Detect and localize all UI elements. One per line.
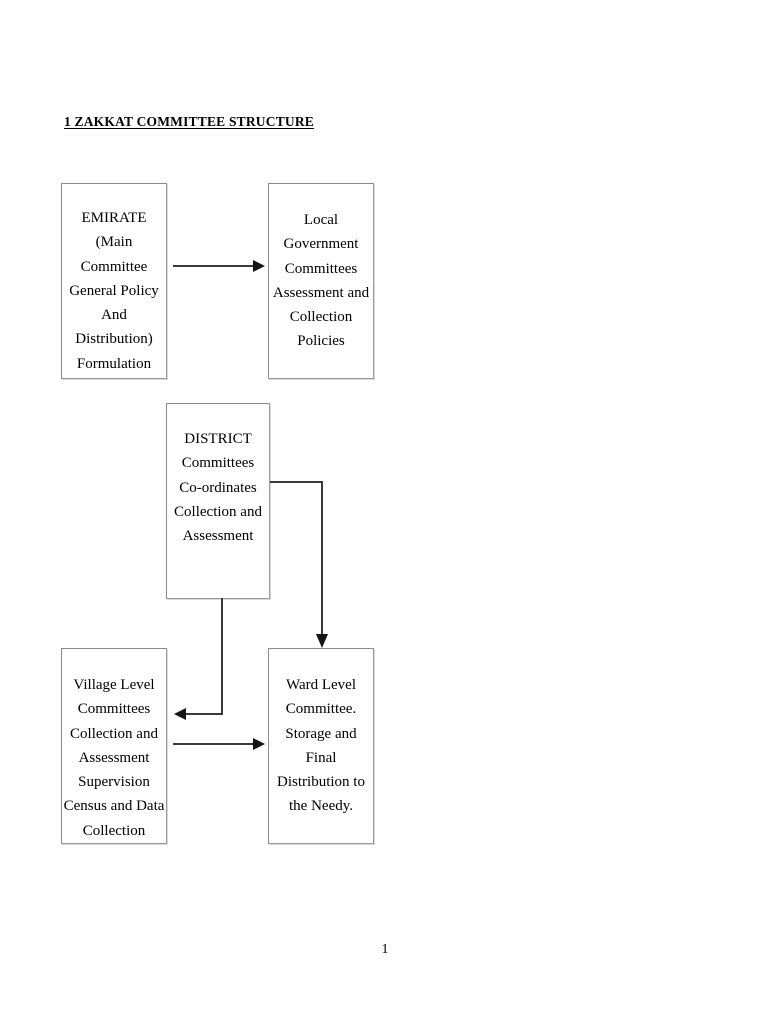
flow-node-emirate: EMIRATE (Main Committee General Policy A… — [61, 183, 167, 379]
connector-emirate-to-local-government — [173, 265, 255, 267]
flow-node-local-government: Local Government Committees Assessment a… — [268, 183, 374, 379]
flow-node-ward-level-label: Ward Level Committee. Storage and Final … — [277, 677, 365, 815]
connector-district-to-village-horizontal — [186, 713, 222, 715]
page-title: 1 ZAKKAT COMMITTEE STRUCTURE — [64, 114, 315, 129]
flow-node-village-level-label: Village Level Committees Collection and … — [63, 677, 165, 839]
flow-node-ward-level: Ward Level Committee. Storage and Final … — [268, 648, 374, 844]
arrowhead-right-icon — [253, 260, 265, 272]
connector-village-to-ward — [173, 743, 255, 745]
page-number: 1 — [381, 942, 389, 957]
flow-node-district-label: DISTRICT Committees Co-ordinates Collect… — [174, 431, 262, 545]
arrowhead-left-icon — [174, 708, 186, 720]
connector-district-to-ward-horizontal — [270, 481, 323, 483]
flow-node-emirate-label: EMIRATE (Main Committee General Policy A… — [69, 210, 159, 372]
connector-district-to-ward-vertical — [321, 481, 323, 636]
flow-node-district: DISTRICT Committees Co-ordinates Collect… — [166, 403, 270, 599]
arrowhead-down-icon — [316, 634, 328, 648]
flow-node-local-government-label: Local Government Committees Assessment a… — [272, 212, 370, 350]
connector-district-to-village-vertical — [221, 598, 223, 715]
arrowhead-right-icon-2 — [253, 738, 265, 750]
flow-node-village-level: Village Level Committees Collection and … — [61, 648, 167, 844]
